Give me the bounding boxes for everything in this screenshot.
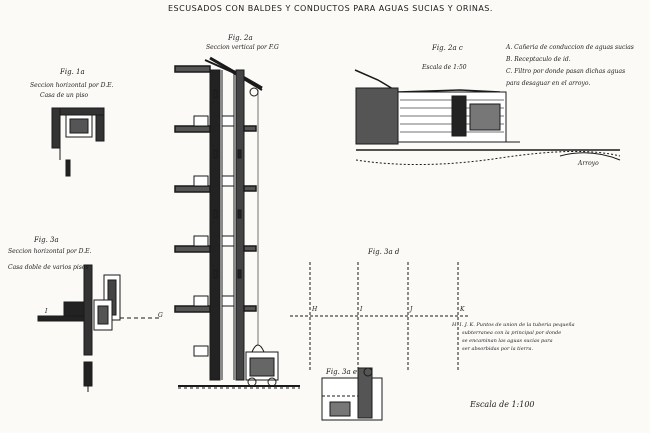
upper-right-scale: Escala de 1:50	[422, 64, 467, 71]
fig2-label: Fig. 2a	[228, 34, 253, 42]
sheet-title: ESCUSADOS CON BALDES Y CONDUCTOS PARA AG…	[168, 4, 493, 13]
grid-point-i: I	[360, 306, 363, 313]
grid-point-j: J	[410, 306, 413, 313]
footer-scale: Escala de 1:100	[470, 400, 535, 409]
legend-line-b: B. Receptaculo de id.	[506, 56, 571, 63]
upper-right-section	[354, 69, 621, 166]
grid-note-line4: ser absorbidas por la tierra.	[462, 346, 534, 352]
fig2-vertical-section	[174, 56, 300, 389]
fig3-plan-drawing	[37, 264, 160, 392]
fig1-caption-line2: Casa de un piso	[40, 92, 89, 99]
fig1-label: Fig. 1a	[60, 68, 85, 76]
fig2-caption: Seccion vertical por F.G	[206, 44, 279, 51]
legend-line-c: C. Filtro por donde pasan dichas aguas	[506, 68, 626, 75]
fig-small-drawing	[321, 367, 383, 421]
grid-note-line1: H. I. J. K. Puntos de union de la tuberi…	[452, 322, 575, 328]
arroyo-label: Arroyo	[578, 160, 599, 167]
grid-point-k: K	[460, 306, 465, 313]
fig1-caption-line1: Seccion horizontal por D.E.	[30, 82, 114, 89]
fig-small-label: Fig. 3a e	[326, 368, 358, 376]
fig3-caption-line1: Seccion horizontal por D.E.	[8, 248, 92, 255]
lower-right-label: Fig. 3a d	[368, 248, 400, 256]
fig1-plan-drawing	[51, 107, 105, 177]
fig3-caption-line2: Casa doble de varios pisos	[8, 264, 89, 271]
grid-point-h: H	[312, 306, 318, 313]
fig3-point-g: G	[158, 312, 163, 319]
fig3-point-i: I	[45, 308, 48, 315]
legend-line-a: A. Cañeria de conduccion de aguas sucias	[506, 44, 634, 51]
legend-line-d: para desaguar en el arroyo.	[506, 80, 591, 87]
grid-note-line2: subterranea con la principal por donde	[462, 330, 562, 336]
fig3-label: Fig. 3a	[34, 236, 59, 244]
upper-right-label: Fig. 2a c	[432, 44, 463, 52]
lower-right-grid	[290, 262, 470, 372]
grid-note-line3: se encaminan las aguas sucias para	[462, 338, 553, 344]
